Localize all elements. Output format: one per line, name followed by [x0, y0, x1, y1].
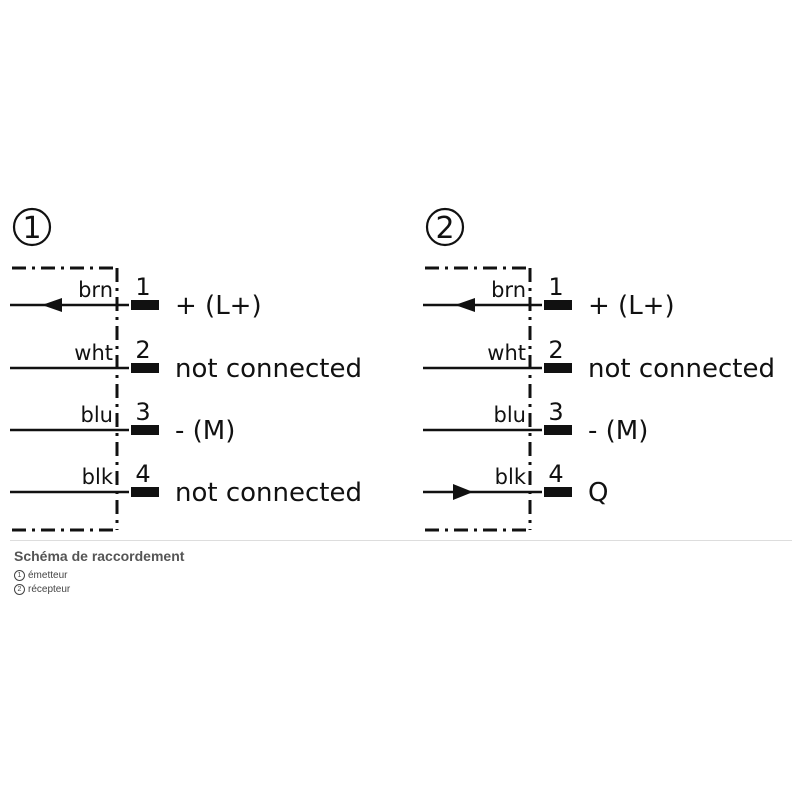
- signal-label: not connected: [175, 478, 362, 508]
- legend-marker: 2: [14, 584, 25, 595]
- signal-label: not connected: [175, 354, 362, 384]
- wire-color-label: wht: [74, 341, 113, 365]
- wire-row-3: blu 3 - (M): [10, 398, 235, 446]
- arrow-out-icon: [42, 298, 62, 312]
- wire-row-2: wht 2 not connected: [10, 336, 362, 384]
- wire-row-4: blk 4Q: [423, 460, 608, 508]
- terminal-block: [544, 300, 572, 310]
- legend-item-emitter: 1 émetteur: [14, 570, 794, 581]
- wire-row-4: blk 4 not connected: [10, 460, 362, 508]
- pin-number: 1: [135, 273, 150, 301]
- signal-label: + (L+): [588, 291, 675, 321]
- panel-1: 1 brn 1 + (L+) wht 2 not connected blu 3 - (M) blk…: [10, 207, 362, 532]
- caption: Schéma de raccordement 1 émetteur 2 réce…: [14, 548, 794, 598]
- pin-number: 2: [548, 336, 563, 364]
- legend-marker: 1: [14, 570, 25, 581]
- pin-number: 4: [548, 460, 563, 488]
- caption-title: Schéma de raccordement: [14, 548, 185, 564]
- panel-number-circle: [12, 207, 52, 247]
- terminal-block: [544, 425, 572, 435]
- wire-row-3: blu 3 - (M): [423, 398, 648, 446]
- signal-label: not connected: [588, 354, 775, 384]
- terminal-block: [131, 425, 159, 435]
- terminal-block: [131, 300, 159, 310]
- wire-color-label: blk: [82, 465, 114, 489]
- wire-row-1: brn 1 + (L+): [423, 273, 675, 321]
- legend-label: récepteur: [28, 584, 71, 595]
- pin-number: 3: [548, 398, 563, 426]
- wire-color-label: blk: [495, 465, 527, 489]
- signal-label: - (M): [588, 416, 648, 446]
- pin-number: 1: [548, 273, 563, 301]
- connection-diagram: 1 brn 1 + (L+) wht 2 not connected blu 3 - (M) blk…: [10, 207, 775, 532]
- terminal-block: [544, 487, 572, 497]
- wire-row-1: brn 1 + (L+): [10, 273, 262, 321]
- arrow-in-icon: [453, 484, 473, 500]
- signal-label: + (L+): [175, 291, 262, 321]
- pin-number: 2: [135, 336, 150, 364]
- pin-number: 4: [135, 460, 150, 488]
- arrow-out-icon: [455, 298, 475, 312]
- caption-divider: [10, 540, 792, 541]
- signal-label: Q: [588, 478, 608, 508]
- signal-label: - (M): [175, 416, 235, 446]
- wire-color-label: wht: [487, 341, 526, 365]
- terminal-block: [131, 363, 159, 373]
- legend-label: émetteur: [28, 570, 68, 581]
- wire-color-label: blu: [81, 403, 113, 427]
- wire-color-label: blu: [494, 403, 526, 427]
- wire-row-2: wht 2 not connected: [423, 336, 775, 384]
- panel-number: 2: [435, 211, 454, 246]
- pin-number: 3: [135, 398, 150, 426]
- terminal-block: [544, 363, 572, 373]
- wire-color-label: brn: [78, 278, 113, 302]
- panel-2: 2 brn 1 + (L+) wht 2 not connected blu 3 - (M) blk…: [423, 207, 775, 532]
- terminal-block: [131, 487, 159, 497]
- wire-color-label: brn: [491, 278, 526, 302]
- legend-item-receiver: 2 récepteur: [14, 584, 794, 595]
- panel-number: 1: [22, 211, 41, 246]
- panel-number-circle: [425, 207, 465, 247]
